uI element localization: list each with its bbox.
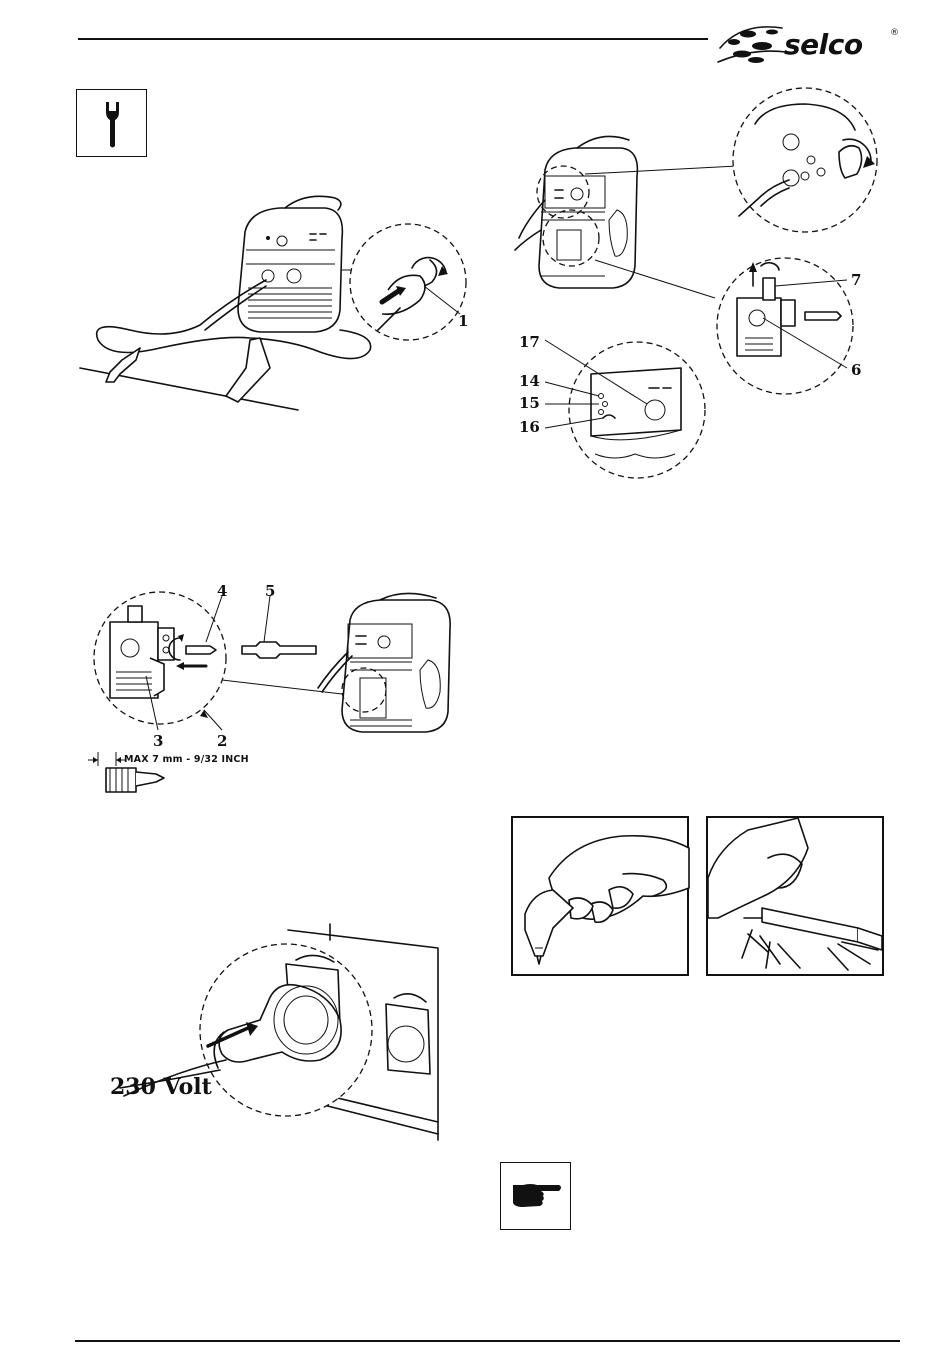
voltage-label: 230 Volt (110, 1074, 212, 1100)
callout-16: 16 (519, 420, 540, 435)
torch-grip-illustration (511, 816, 689, 976)
wrench-icon (77, 90, 148, 158)
registered-mark: ® (890, 28, 899, 38)
callout-15: 15 (519, 396, 540, 411)
note-box (500, 1162, 571, 1230)
callout-14: 14 (519, 374, 540, 389)
hand-holding-torch-drawing (513, 818, 691, 978)
callout-3: 3 (153, 734, 163, 749)
mains-plug-drawing (100, 920, 450, 1150)
figure-panel-details: 7 6 17 14 15 16 (505, 90, 885, 480)
figure-mains-plug: 230 Volt (100, 920, 450, 1150)
callout-1: 1 (458, 314, 468, 329)
callout-5: 5 (265, 584, 275, 599)
brand-name: selco (784, 28, 863, 61)
pointing-hand-icon (501, 1163, 572, 1231)
cutting-sparks-drawing (708, 818, 886, 978)
figure-gas-connection: 4 5 3 2 MAX 7 mm - 9/32 INCH (80, 580, 470, 800)
figure-torch-connection: 1 (70, 190, 490, 430)
panel-details-drawing (505, 90, 885, 480)
footer-rule (75, 1340, 900, 1342)
gas-connection-drawing (80, 580, 470, 800)
torch-connection-drawing (70, 190, 490, 430)
callout-6: 6 (851, 363, 861, 378)
max-length-label: MAX 7 mm - 9/32 INCH (124, 754, 249, 765)
header-rule (78, 38, 708, 40)
callout-17: 17 (519, 335, 540, 350)
callout-2: 2 (217, 734, 227, 749)
maintenance-box (76, 89, 147, 157)
callout-4: 4 (217, 584, 227, 599)
brand-logo: selco ® (712, 18, 902, 70)
cutting-illustration (706, 816, 884, 976)
callout-7: 7 (851, 273, 861, 288)
